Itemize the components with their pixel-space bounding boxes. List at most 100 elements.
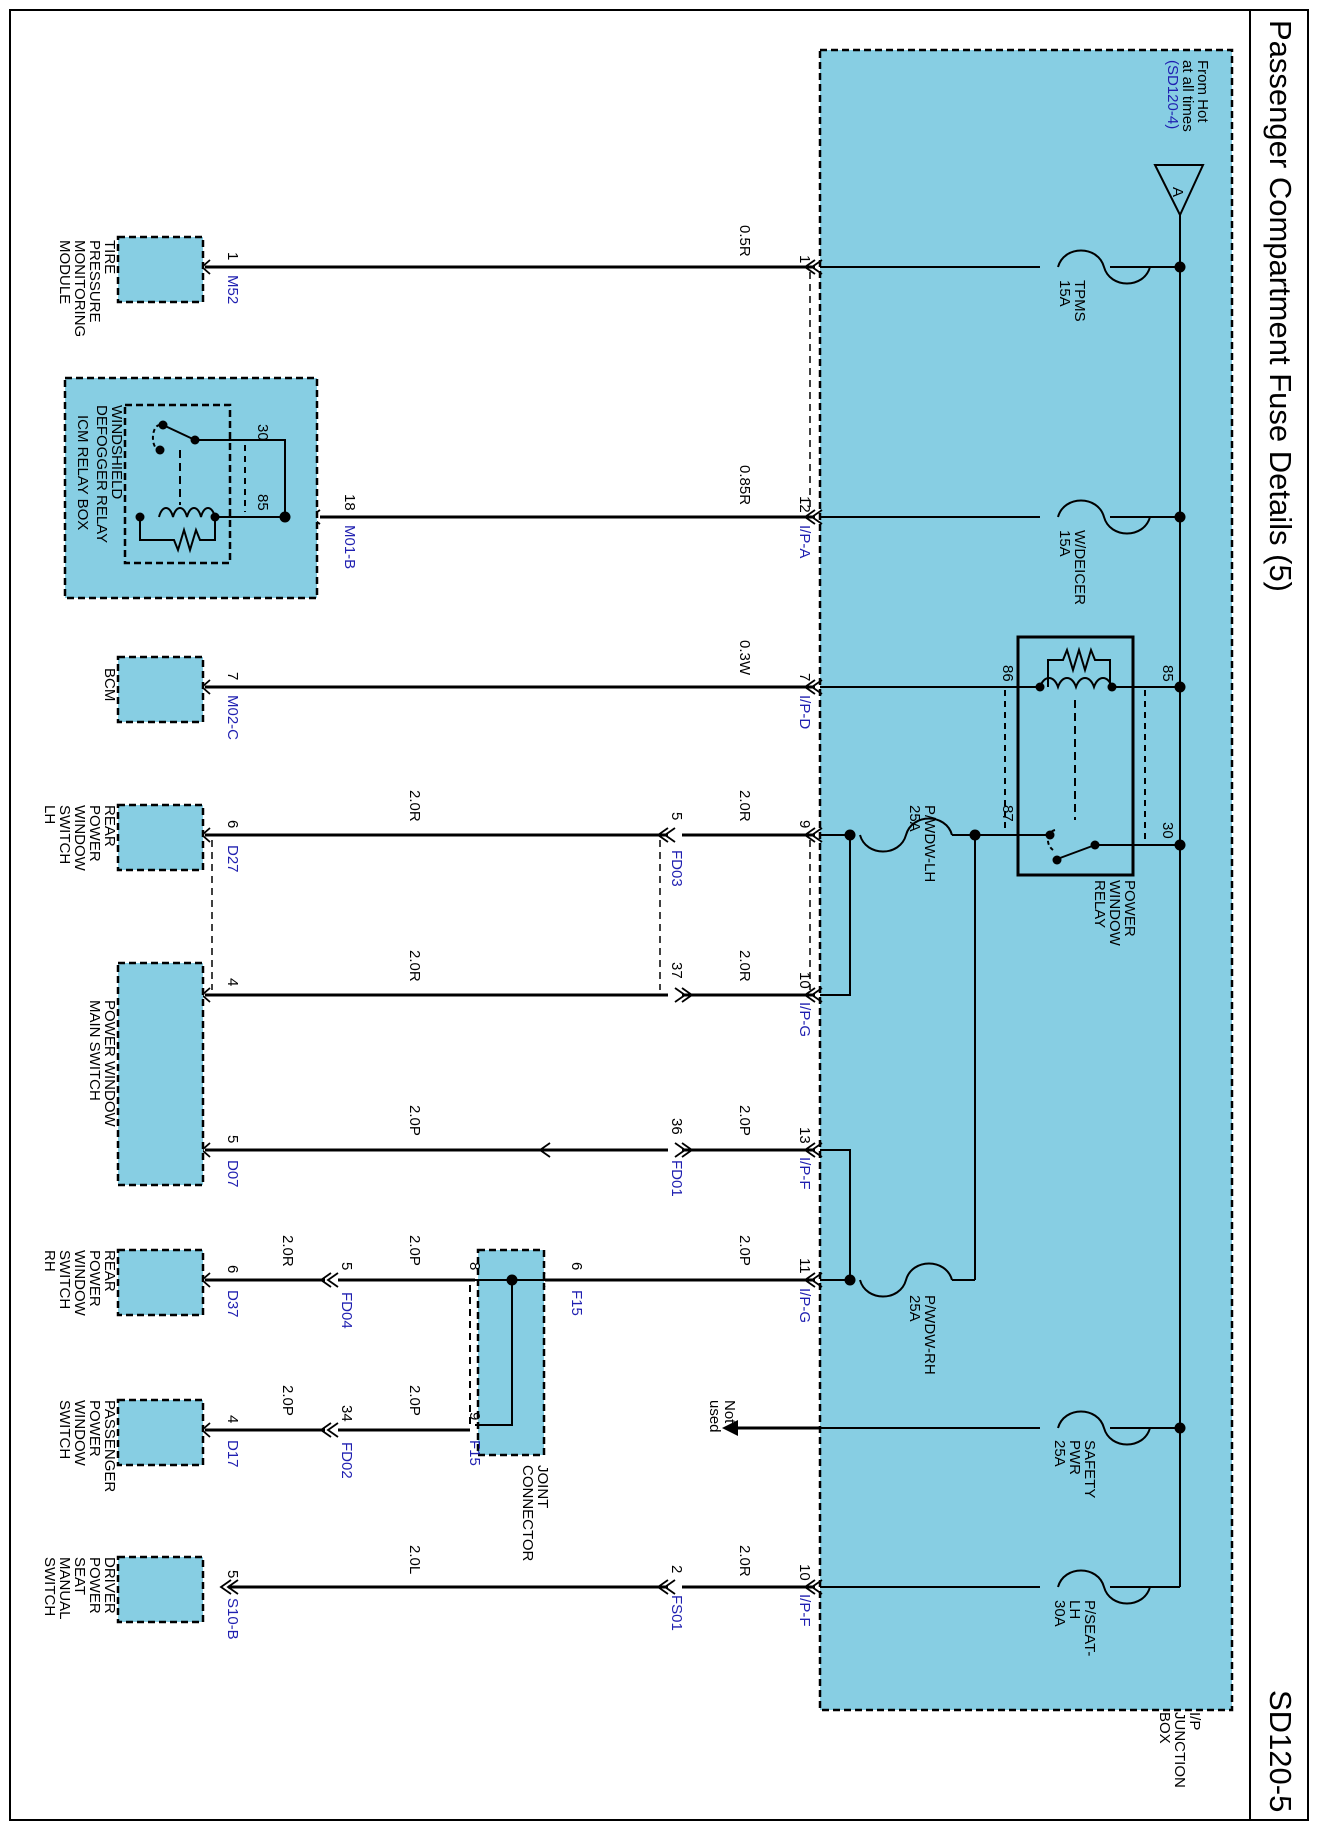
fuse-wdeicer-name: W/DEICER xyxy=(1071,530,1088,605)
component-boxes xyxy=(116,235,205,1624)
bcm-box xyxy=(116,655,205,724)
dest-conn-main-b: D07 xyxy=(224,1160,241,1188)
bcm-label: BCM xyxy=(101,668,118,701)
rear-rh-label-4: SWITCH xyxy=(56,1250,73,1309)
wire-passenger-2: 2.0P xyxy=(279,1385,296,1416)
tpms-label-1: TIRE xyxy=(101,240,118,274)
not-used-line1: Not xyxy=(721,1400,738,1424)
dest-pin-tpms: 1 xyxy=(224,252,241,260)
fuse-tpms-rating: 15A xyxy=(1056,280,1073,307)
source-ref: (SD120-4) xyxy=(1164,60,1181,129)
fuse-rows xyxy=(820,249,1180,1605)
passenger-label-3: WINDOW xyxy=(71,1400,88,1467)
tpms-label-3: MONITORING xyxy=(71,240,88,337)
jb-conn-bcm: I/P-D xyxy=(796,695,813,729)
inline-pin-main-b: 36 xyxy=(668,1118,685,1135)
source-letter: A xyxy=(1169,187,1186,197)
fuse-pwdw-rh-name: P/WDW-RH xyxy=(921,1295,938,1375)
page-title: Passenger Compartment Fuse Details (5) xyxy=(1263,20,1298,592)
jb-pin-main-a: 10 xyxy=(796,972,813,989)
external-wires xyxy=(205,265,815,1589)
relay-pin-86: 86 xyxy=(999,665,1016,682)
inline-conn-seat: FS01 xyxy=(668,1595,685,1631)
junction-box-label-3: BOX xyxy=(1156,1712,1173,1744)
passenger-label-4: SWITCH xyxy=(56,1400,73,1459)
rear-lh-label-4: SWITCH xyxy=(56,805,73,864)
dest-conn-seat: S10-B xyxy=(224,1598,241,1640)
fuse-pseat-rating: 30A xyxy=(1051,1600,1068,1627)
jb-conn-wdeicer: I/P-A xyxy=(796,525,813,558)
jb-pin-rear-rh: 11 xyxy=(796,1258,813,1274)
joint-conn-passenger: F15 xyxy=(466,1440,483,1466)
joint-pin-in: 6 xyxy=(568,1262,585,1270)
wire-seat-1: 2.0R xyxy=(736,1545,753,1577)
wire-rear-rh-1: 2.0P xyxy=(736,1235,753,1266)
inline-pin-rear-lh: 5 xyxy=(668,812,685,820)
main-switch-label-1: POWER WINDOW xyxy=(101,1000,118,1127)
rear-lh-label-1: REAR xyxy=(101,805,118,847)
rear-lh-label-3: WINDOW xyxy=(71,805,88,872)
defogger-relay-dots xyxy=(135,420,291,523)
jb-conn-main-a: I/P-G xyxy=(796,1002,813,1037)
icm-relay-box-label: ICM RELAY BOX xyxy=(74,415,91,530)
inline-pin-seat: 2 xyxy=(668,1565,685,1573)
fuse-safety-rating: 25A xyxy=(1051,1440,1068,1467)
joint-conn-in: F15 xyxy=(568,1290,585,1316)
inline-conn-rear-rh: FD04 xyxy=(338,1292,355,1329)
joint-pin-passenger: 9 xyxy=(466,1412,483,1420)
dest-conn-passenger: D17 xyxy=(224,1440,241,1468)
fuse-pseat-lh: LH xyxy=(1066,1600,1083,1619)
rear-rh-label-3: WINDOW xyxy=(71,1250,88,1317)
rear-rh-label-1: REAR xyxy=(101,1250,118,1292)
defogger-relay-label-1: WINDSHIELD xyxy=(108,405,125,499)
tpms-label-4: MODULE xyxy=(56,240,73,304)
seat-label-1: DRIVER xyxy=(101,1557,118,1614)
rear-rh-label-2: POWER xyxy=(86,1250,103,1307)
dest-conn-tpms: M52 xyxy=(224,275,241,304)
dest-pin-rear-rh: 6 xyxy=(224,1265,241,1273)
rear-lh-label-5: LH xyxy=(41,805,58,824)
wire-passenger-1: 2.0P xyxy=(406,1385,423,1416)
passenger-switch-box xyxy=(116,1398,205,1467)
icm-relay-box xyxy=(63,376,319,600)
inline-pin-main-a: 37 xyxy=(668,962,685,979)
wire-seat-2: 2.0L xyxy=(406,1545,423,1574)
jb-pin-rear-lh: 9 xyxy=(796,820,813,828)
joint-pin-out: 8 xyxy=(466,1262,483,1270)
power-window-relay xyxy=(1016,635,1135,877)
junction-box-label-1: I/P xyxy=(1186,1712,1203,1730)
fuse-pseat-name: P/SEAT- xyxy=(1081,1600,1098,1656)
source-triangle xyxy=(1153,164,1205,218)
relay-contact-dots xyxy=(1035,682,1117,865)
fuse-pwdw-rh-rating: 25A xyxy=(906,1295,923,1322)
jb-pin-wdeicer: 12 xyxy=(796,496,813,513)
tpms-module-box xyxy=(116,235,205,304)
tpms-label-2: PRESSURE xyxy=(86,240,103,323)
dest-pin-wdeicer: 18 xyxy=(341,494,358,511)
jb-pin-labels: 1 12 I/P-A 7 I/P-D 9 10 I/P-G 13 I/P-F 1… xyxy=(796,255,813,1627)
jb-conn-rear-rh: I/P-G xyxy=(796,1288,813,1323)
dest-pin-seat: 5 xyxy=(224,1570,241,1578)
seat-label-3: SEAT xyxy=(71,1557,88,1595)
junction-box-label-2: JUNCTION xyxy=(1171,1712,1188,1788)
joint-label-2: CONNECTOR xyxy=(519,1465,536,1562)
relay-label-1: POWER xyxy=(1121,880,1138,937)
seat-label-5: SWITCH xyxy=(41,1557,58,1616)
inline-connector-labels: 5 FD03 37 36 FD01 6 F15 8 9 F15 5 FD04 3… xyxy=(338,812,685,1631)
windshield-defogger-relay xyxy=(123,403,232,565)
passenger-label-1: PASSENGER xyxy=(101,1400,118,1492)
fuse-pwdw-lh-rating: 25A xyxy=(906,805,923,832)
wire-main-b-1: 2.0P xyxy=(736,1105,753,1136)
not-used-line2: used xyxy=(706,1400,723,1433)
inline-conn-rear-lh: FD03 xyxy=(668,850,685,887)
relay-output-wiring xyxy=(820,686,1018,1298)
destination-labels: TIRE PRESSURE MONITORING MODULE BCM REAR… xyxy=(41,240,118,1620)
wire-rear-rh-3: 2.0R xyxy=(279,1235,296,1267)
dest-conn-wdeicer: M01-B xyxy=(341,525,358,569)
pwdw-splice-dots xyxy=(844,829,981,1286)
dest-conn-rear-rh: D37 xyxy=(224,1290,241,1318)
jb-pin-tpms: 1 xyxy=(796,255,813,263)
wire-main-b-2: 2.0P xyxy=(406,1105,423,1136)
relay-label-2: WINDOW xyxy=(1106,880,1123,947)
joint-splice-dot xyxy=(506,1274,518,1286)
